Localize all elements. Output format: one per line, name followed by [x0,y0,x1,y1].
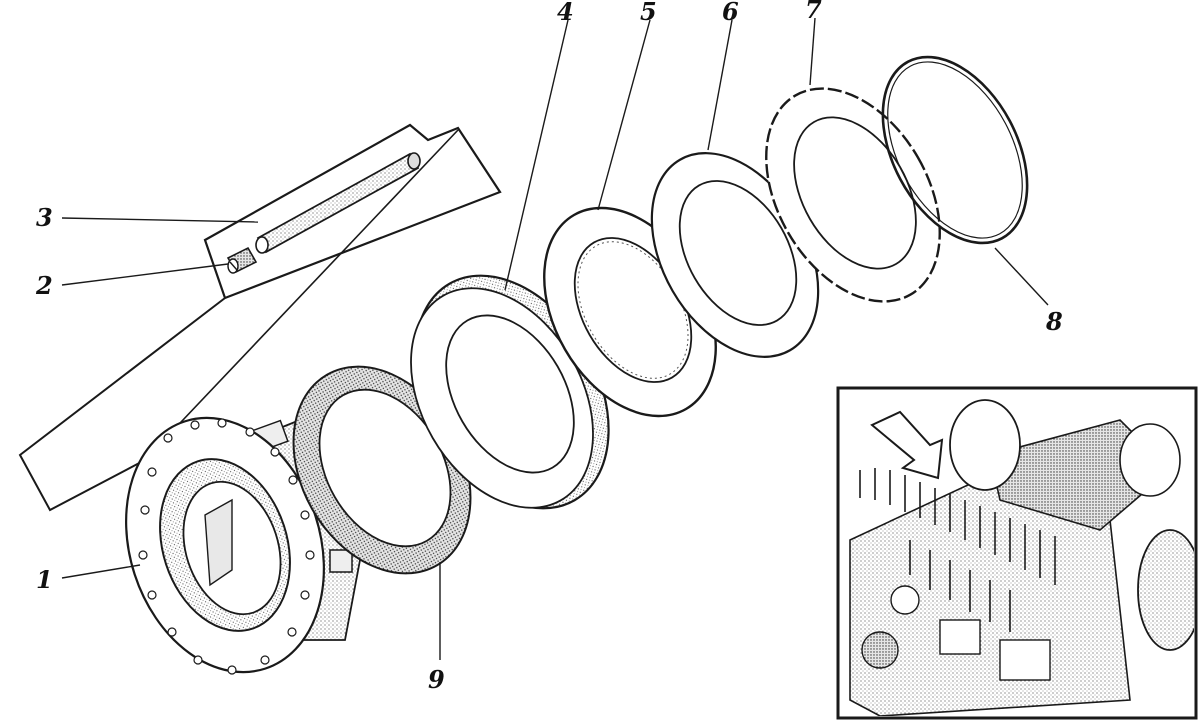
label-part-6: 6 [722,0,739,26]
label-part-4: 4 [557,0,574,26]
part-7-toothed-plate [765,87,941,303]
label-part-9: 9 [428,665,445,694]
inset-pointer-arrow [870,410,944,480]
part-8-snap-ring [881,55,1029,245]
label-part-2: 2 [35,271,53,300]
label-part-8: 8 [1045,307,1063,336]
part-2-set-screw [226,246,258,274]
leader-lines [61,17,1049,660]
part-3-rod [255,152,421,254]
pin-callout-box [18,123,502,512]
label-part-3: 3 [36,203,53,232]
inset-locator-view [836,386,1198,720]
label-part-1: 1 [36,565,53,594]
label-part-7: 7 [805,0,822,24]
label-part-5: 5 [640,0,657,26]
